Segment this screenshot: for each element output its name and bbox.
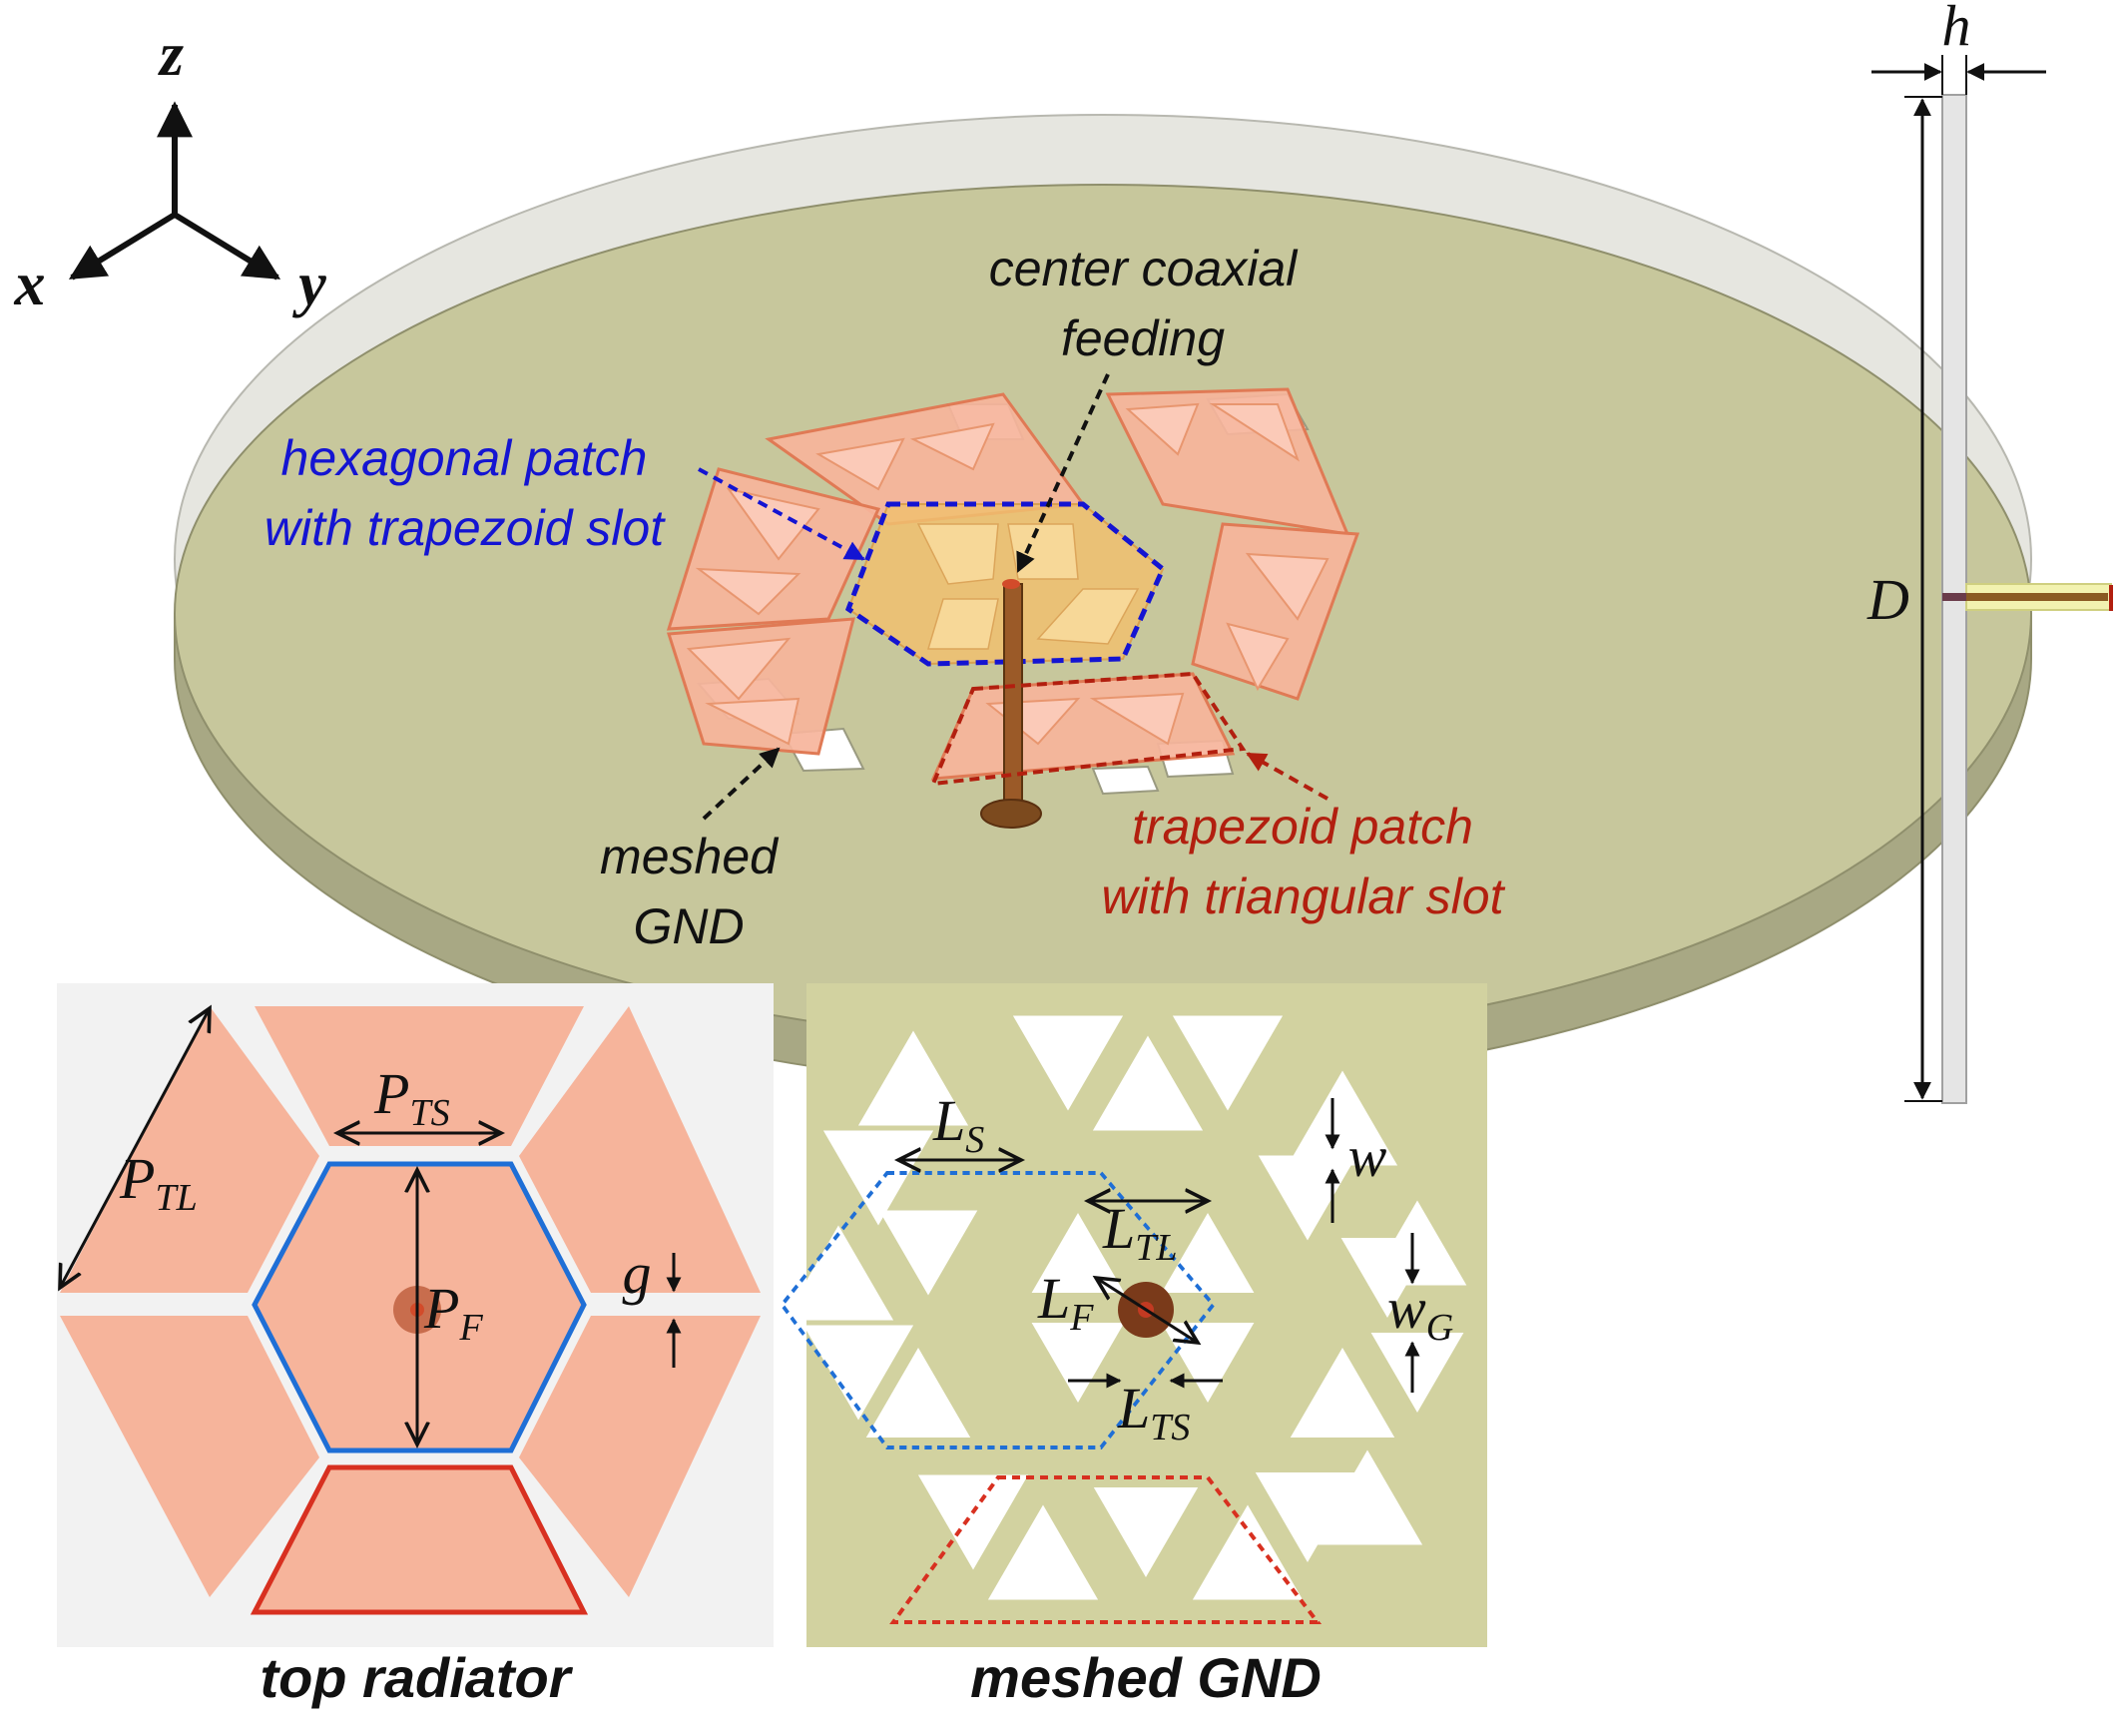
gnd-triangle-slot [802, 1325, 914, 1421]
dim-w-G: wG [1387, 1276, 1453, 1349]
dim-w: w [1348, 1124, 1387, 1189]
top-radiator-panel: PTL PTS PF g [57, 983, 774, 1647]
dim-P-TS: PTS [373, 1061, 450, 1134]
caption-top-radiator: top radiator [260, 1646, 573, 1709]
gnd-triangle-slot [1012, 1015, 1124, 1111]
svg-text:meshed: meshed [600, 829, 780, 884]
meshed-gnd-panel: LS LTL LF LTS w wG [780, 983, 1487, 1647]
trapezoid-patch-outline-3d [929, 671, 1247, 787]
callout-meshed-gnd: meshed GND [600, 747, 781, 954]
gnd-triangle-slot [1370, 1333, 1464, 1413]
gnd-triangle-slot [987, 1504, 1099, 1600]
dim-L-S: LS [932, 1088, 984, 1161]
gnd-triangle-slot [857, 1030, 969, 1126]
svg-text:with trapezoid slot: with trapezoid slot [265, 500, 666, 556]
axis-y-label: y [291, 251, 326, 318]
axis-x-label: x [14, 251, 46, 318]
dimension-D: D [1866, 567, 1909, 632]
dim-P-TL: PTL [119, 1146, 198, 1219]
gnd-triangle-slot [1031, 1213, 1125, 1293]
gnd-hex-outline [780, 1171, 1216, 1449]
coordinate-axes: z x y [14, 21, 327, 318]
gnd-trapezoid-outline [889, 1475, 1323, 1624]
coax-feed-3d [980, 579, 1042, 829]
hexagonal-patch-outline-3d [844, 501, 1167, 667]
patch-array-3d [666, 387, 1360, 829]
caption-meshed-gnd: meshed GND [970, 1646, 1322, 1709]
dim-L-TS: LTS [1117, 1376, 1190, 1448]
callout-center-feed: center coaxial feeding [989, 241, 1299, 573]
dim-L-F: LF [1037, 1266, 1094, 1339]
gnd-triangle-slot [1192, 1504, 1304, 1600]
axis-z-label: z [158, 21, 184, 89]
gnd-triangle-slot [1312, 1449, 1423, 1545]
gnd-triangle-slot [878, 1210, 978, 1296]
svg-text:center coaxial: center coaxial [989, 241, 1299, 296]
svg-text:GND: GND [633, 898, 744, 954]
gnd-triangle-slot [1172, 1015, 1284, 1111]
svg-text:hexagonal patch: hexagonal patch [281, 430, 648, 486]
gnd-triangle-slot [1340, 1238, 1434, 1318]
svg-text:with triangular slot: with triangular slot [1102, 868, 1506, 924]
dim-L-TL: LTL [1102, 1196, 1178, 1269]
gnd-triangle-slot [865, 1348, 971, 1438]
gnd-triangle-slot [1161, 1213, 1255, 1293]
gnd-triangle-slot [1092, 1035, 1204, 1131]
gnd-triangle-slot [1287, 1070, 1398, 1166]
radiator-trapezoid-highlight [250, 1464, 589, 1615]
gnd-triangle-slot [1290, 1348, 1395, 1438]
triangular-slots-3d [686, 402, 1329, 746]
callout-hexagonal-patch: hexagonal patch with trapezoid slot [265, 430, 865, 561]
svg-text:feeding: feeding [1061, 310, 1225, 366]
dim-P-F: PF [423, 1276, 483, 1349]
side-view: D h [1866, 0, 2113, 1104]
svg-text:trapezoid patch: trapezoid patch [1132, 799, 1473, 855]
gnd-triangle-slot [1093, 1487, 1199, 1577]
gnd-triangle-slot [783, 1225, 894, 1321]
dimension-h: h [1942, 0, 1971, 58]
gnd-triangle-slots [783, 1015, 1467, 1600]
dim-g: g [623, 1241, 652, 1306]
gnd-triangle-slot [1255, 1472, 1360, 1562]
gnd-triangle-slot [917, 1474, 1029, 1570]
callout-trapezoid-patch: trapezoid patch with triangular slot [1102, 752, 1506, 924]
